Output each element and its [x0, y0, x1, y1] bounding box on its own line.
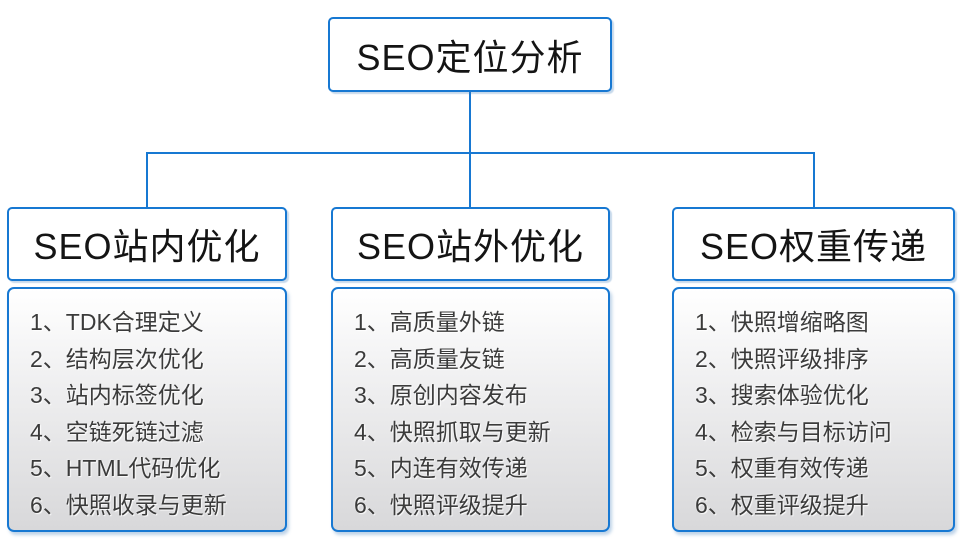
branch-list-onsite: 1、TDK合理定义 2、结构层次优化 3、站内标签优化 4、空链死链过滤 5、H… — [7, 287, 287, 532]
list-item: 5、HTML代码优化 — [30, 455, 221, 482]
connector-root-vertical — [469, 92, 471, 154]
list-item: 4、快照抓取与更新 — [354, 418, 551, 445]
list-item: 6、快照评级提升 — [354, 491, 528, 518]
list-item: 5、内连有效传递 — [354, 455, 528, 482]
list-item: 6、权重评级提升 — [695, 491, 869, 518]
branch-title: SEO权重传递 — [699, 226, 928, 267]
branch-node-offsite: SEO站外优化 — [331, 207, 610, 281]
list-item: 1、TDK合理定义 — [30, 309, 204, 336]
list-item: 2、高质量友链 — [354, 345, 505, 372]
branch-title: SEO站外优化 — [356, 226, 585, 267]
list-item: 3、搜索体验优化 — [695, 382, 869, 409]
list-item: 4、空链死链过滤 — [30, 418, 204, 445]
list-item: 6、快照收录与更新 — [30, 491, 227, 518]
list-item: 1、高质量外链 — [354, 309, 505, 336]
list-item: 4、检索与目标访问 — [695, 418, 892, 445]
connector-middle-vertical — [469, 152, 471, 209]
list-item: 3、站内标签优化 — [30, 382, 204, 409]
root-node-label: SEO定位分析 — [356, 36, 584, 78]
list-item: 3、原创内容发布 — [354, 382, 528, 409]
list-item: 2、快照评级排序 — [695, 345, 869, 372]
branch-list-weight: 1、快照增缩略图 2、快照评级排序 3、搜索体验优化 4、检索与目标访问 5、权… — [672, 287, 955, 532]
connector-left-vertical — [146, 152, 148, 209]
root-node: SEO定位分析 — [328, 17, 612, 92]
list-item: 2、结构层次优化 — [30, 345, 204, 372]
branch-list-offsite: 1、高质量外链 2、高质量友链 3、原创内容发布 4、快照抓取与更新 5、内连有… — [331, 287, 610, 532]
list-item: 1、快照增缩略图 — [695, 309, 869, 336]
connector-right-vertical — [813, 152, 815, 209]
branch-node-onsite: SEO站内优化 — [7, 207, 287, 281]
branch-title: SEO站内优化 — [33, 226, 261, 267]
list-item: 5、权重有效传递 — [695, 455, 869, 482]
connector-horizontal-rail — [146, 152, 815, 154]
branch-node-weight: SEO权重传递 — [672, 207, 955, 281]
